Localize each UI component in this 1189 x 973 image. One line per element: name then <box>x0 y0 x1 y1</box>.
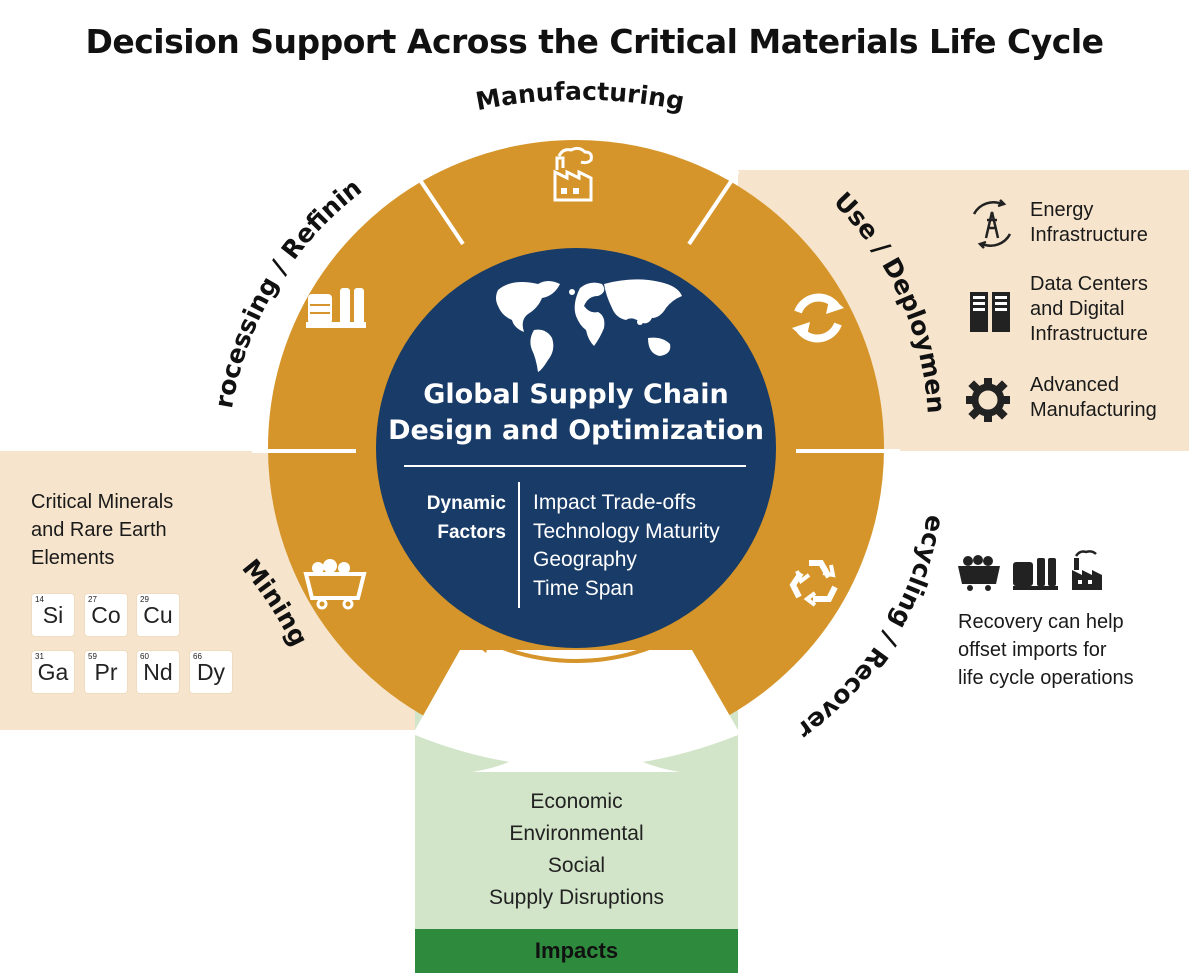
minerals-heading-line: Elements <box>31 547 115 569</box>
element-number: 29 <box>140 595 149 604</box>
recovery-line: offset imports for <box>958 639 1107 661</box>
mine-cart-icon <box>303 559 367 610</box>
center-title: Global Supply Chain Design and Optimizat… <box>385 377 767 449</box>
dynamic-factors-label: Dynamic Factors <box>398 489 506 547</box>
gear-icon <box>966 378 1010 422</box>
factor-item: Technology Maturity <box>533 519 720 543</box>
center-title-line-2: Design and Optimization <box>388 415 764 446</box>
world-map-icon <box>496 279 682 372</box>
recovery-note: Recovery can help offset imports for lif… <box>958 608 1134 692</box>
impacts-label: Impacts <box>415 929 738 973</box>
factory-icon-small <box>1072 550 1102 590</box>
dynamic-factors-list: Impact Trade-offs Technology Maturity Ge… <box>533 489 720 603</box>
center-circle <box>376 248 776 648</box>
impact-item: Social <box>547 854 606 877</box>
element-symbol: Co <box>91 602 121 628</box>
application-line: Data Centers <box>1030 273 1148 295</box>
dynamic-factors-label-line-2: Factors <box>437 522 506 543</box>
impacts-arrow <box>472 676 680 772</box>
impact-item: Economic <box>530 790 623 813</box>
inner-flow-ring <box>361 233 791 663</box>
refinery-icon <box>306 288 366 328</box>
element-tile-pr: 59 Pr <box>85 651 127 693</box>
minerals-heading-line: and Rare Earth <box>31 519 167 541</box>
element-symbol: Cu <box>143 602 173 628</box>
impacts-curve <box>415 735 738 790</box>
factor-item: Impact Trade-offs <box>533 491 697 514</box>
element-tile-si: 14 Si <box>32 594 74 636</box>
element-number: 66 <box>193 652 202 661</box>
refinery-icon-small <box>1013 558 1058 590</box>
factory-icon <box>553 146 593 202</box>
element-number: 60 <box>140 652 149 661</box>
recovery-line: life cycle operations <box>958 667 1134 689</box>
factor-item: Time Span <box>533 576 634 600</box>
center-title-line-1: Global Supply Chain <box>423 379 729 410</box>
application-line: Advanced <box>1030 374 1119 396</box>
server-icon <box>970 292 1010 332</box>
element-symbol: Pr <box>94 659 118 685</box>
impact-item: Supply Disruptions <box>488 886 665 909</box>
minerals-heading-line: Critical Minerals <box>31 491 174 513</box>
application-line: Energy <box>1030 199 1094 221</box>
energy-icon <box>972 199 1012 249</box>
application-advanced-manufacturing: Advanced Manufacturing <box>1030 373 1157 423</box>
element-number: 31 <box>35 652 44 661</box>
recycle-icon <box>789 560 838 607</box>
application-line: Manufacturing <box>1030 399 1157 421</box>
flow-arrowheads <box>357 248 794 653</box>
application-line: and Digital <box>1030 298 1125 320</box>
application-line: Infrastructure <box>1030 323 1148 345</box>
element-tile-nd: 60 Nd <box>137 651 179 693</box>
ring-separators <box>252 169 900 453</box>
element-tile-co: 27 Co <box>85 594 127 636</box>
element-symbol: Si <box>42 602 64 628</box>
impact-item: Environmental <box>509 822 644 845</box>
recovery-line: Recovery can help <box>958 611 1124 633</box>
page-title: Decision Support Across the Critical Mat… <box>85 22 1104 61</box>
element-tile-dy: 66 Dy <box>190 651 232 693</box>
application-energy: Energy Infrastructure <box>1030 198 1148 248</box>
element-tile-cu: 29 Cu <box>137 594 179 636</box>
element-symbol: Dy <box>196 659 226 685</box>
minerals-heading: Critical Minerals and Rare Earth Element… <box>31 488 173 572</box>
impacts-list: Economic Environmental Social Supply Dis… <box>415 786 738 914</box>
element-tile-ga: 31 Ga <box>32 651 74 693</box>
element-symbol: Ga <box>37 659 69 685</box>
mine-cart-icon-small <box>958 555 1000 591</box>
stage-label-manufacturing: Manufacturing <box>473 77 686 116</box>
dynamic-factors-label-line-1: Dynamic <box>426 493 506 514</box>
refresh-icon <box>792 293 844 343</box>
application-line: Infrastructure <box>1030 224 1148 246</box>
element-number: 14 <box>35 595 44 604</box>
application-data-centers: Data Centers and Digital Infrastructure <box>1030 272 1148 347</box>
element-number: 59 <box>88 652 97 661</box>
factor-item: Geography <box>533 548 637 571</box>
element-symbol: Nd <box>143 659 173 685</box>
element-number: 27 <box>88 595 97 604</box>
